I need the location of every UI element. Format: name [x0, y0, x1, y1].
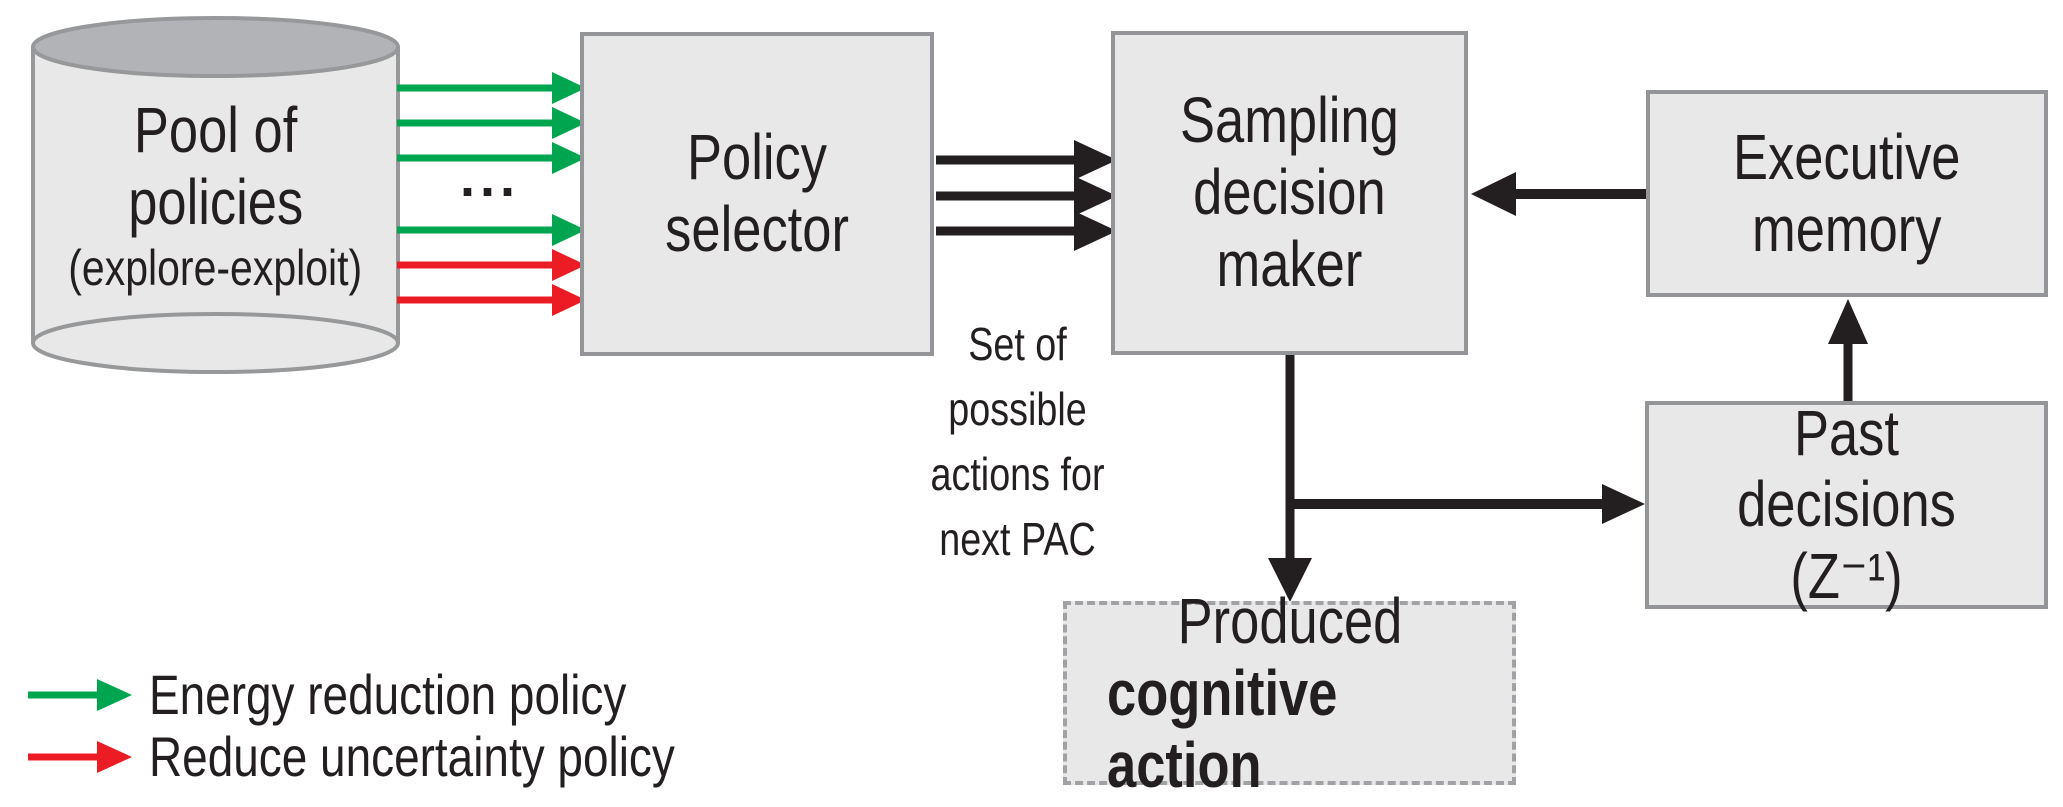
pool-label-line2: policies — [127, 166, 304, 238]
energy-policy-arrow-4 — [397, 214, 586, 246]
produced-label-line2: cognitive action — [1107, 657, 1338, 801]
more-policies-ellipsis: ... — [459, 148, 520, 208]
past-decisions-label: Past decisions (Z⁻¹) — [1737, 396, 1956, 612]
legend-label-uncertainty: Reduce uncertainty policy — [149, 725, 675, 788]
sampling-to-action-arrow — [1268, 355, 1312, 602]
sampling-to-past-decisions-arrow — [1290, 484, 1645, 524]
uncertainty-policy-arrow-2 — [397, 284, 586, 316]
produced-label-line1: Produced — [1177, 585, 1402, 657]
policy-selector-box: Policy selector — [580, 32, 934, 356]
legend-item-uncertainty: Reduce uncertainty policy — [25, 725, 790, 788]
legend: Energy reduction policy Reduce uncertain… — [25, 663, 790, 792]
produced-cognitive-action-label: Produced cognitive action — [1067, 585, 1512, 801]
memory-to-sampling-arrow — [1471, 172, 1648, 216]
pool-cylinder-top — [31, 16, 400, 78]
energy-policy-arrow-1 — [397, 72, 586, 104]
policy-selector-label: Policy selector — [665, 121, 849, 265]
produced-cognitive-action-box: Produced cognitive action — [1063, 585, 1516, 801]
selected-actions-arrow-2 — [936, 176, 1117, 216]
selected-actions-arrow-1 — [936, 140, 1117, 180]
pool-label-line1: Pool of — [133, 94, 298, 166]
set-of-actions-annotation: Set of possible actions for next PAC — [930, 318, 1105, 565]
executive-memory-label: Executive memory — [1733, 120, 1961, 265]
pool-cylinder-icon — [31, 16, 400, 374]
red-arrow-icon — [28, 741, 132, 773]
energy-policy-arrow-3 — [397, 142, 586, 174]
past-to-memory-arrow — [1828, 299, 1868, 401]
legend-label-energy: Energy reduction policy — [149, 663, 627, 726]
past-decisions-box: Past decisions (Z⁻¹) — [1645, 397, 2048, 612]
pool-of-policies-label: Pool of policies (explore-exploit) — [33, 72, 398, 320]
pool-label-line3: (explore-exploit) — [68, 240, 363, 296]
green-arrow-icon — [28, 679, 132, 711]
sampling-decision-maker-box: Sampling decision maker — [1111, 31, 1468, 355]
uncertainty-policy-arrow-1 — [397, 249, 586, 281]
selected-actions-arrow-3 — [936, 211, 1117, 251]
sampling-decision-maker-label: Sampling decision maker — [1180, 84, 1399, 300]
energy-policy-arrow-2 — [397, 107, 586, 139]
legend-item-energy: Energy reduction policy — [25, 663, 790, 726]
executive-memory-box: Executive memory — [1646, 90, 2048, 297]
